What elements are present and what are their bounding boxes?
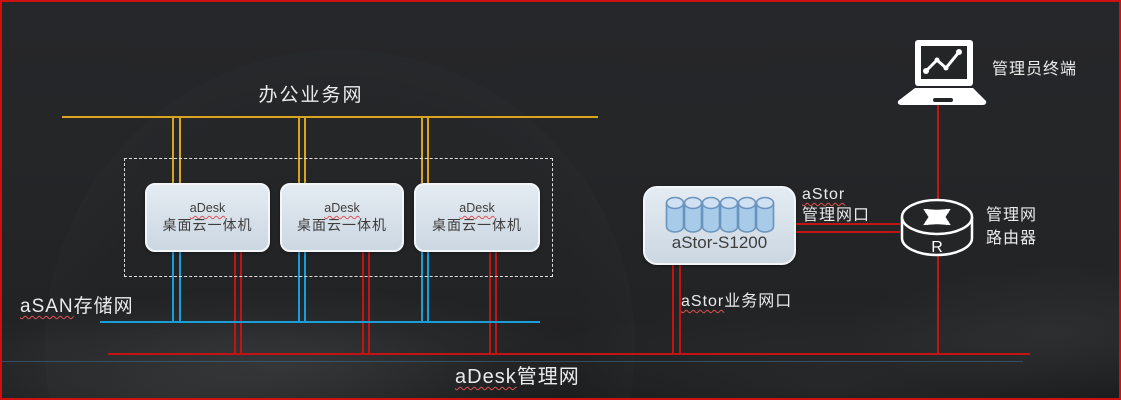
background-seam-line [0,361,1023,362]
astor-storage-node: aStor-S1200 [643,186,796,265]
storage-link-line [179,252,181,322]
adesk-node-2: aDesk 桌面云一体机 [280,183,404,252]
admin-terminal-label: 管理员终端 [992,61,1078,78]
office-network-label: 办公业务网 [258,85,364,106]
astor-business-port-line [672,264,674,354]
astor-mgmt-port-line [796,231,900,233]
astor-mgmt-port-line [796,223,900,225]
router-icon: R [900,198,974,257]
disk-cylinder-icon [665,196,684,233]
astor-mgmt-port-label-zh: 管理网口 [802,207,871,224]
router-label-line1: 管理网 [986,207,1038,224]
adesk-mgmt-network-label: aDesk管理网 [455,360,580,389]
mgmt-link-line [362,252,364,355]
office-uplink-line [179,117,181,183]
storage-link-line [304,252,306,322]
astor-mgmt-port-label: aStor 管理网口 [802,184,870,226]
adesk-node-subtitle: 桌面云一体机 [432,217,522,233]
svg-text:R: R [931,239,943,256]
disk-cylinder-icon [701,196,720,233]
astor-business-port-label-en: aStor [681,293,725,310]
adesk-mgmt-label-en: aDesk [455,366,517,388]
storage-link-line [172,252,174,322]
astor-storage-label: aStor-S1200 [671,233,768,252]
storage-link-line [427,252,429,322]
adesk-mgmt-bus-line [108,353,1030,355]
mgmt-link-line [368,252,370,355]
laptop-icon [897,40,987,105]
adesk-node-subtitle: 桌面云一体机 [162,217,253,233]
adesk-node-3: aDesk 桌面云一体机 [414,183,540,252]
adesk-node-1: aDesk 桌面云一体机 [145,183,270,252]
disk-cylinder-icon [755,196,774,233]
mgmt-link-line [234,252,236,355]
office-uplink-line [172,117,174,183]
disk-array [645,196,794,234]
office-uplink-line [421,117,423,183]
storage-link-line [298,252,300,322]
adesk-node-title: aDesk [324,201,360,215]
disk-cylinder-icon [737,196,756,233]
astor-business-port-label-zh: 业务网口 [724,293,793,310]
adesk-mgmt-label-zh: 管理网 [516,366,580,388]
astor-business-port-label: aStor业务网口 [681,287,792,311]
router-label-line2: 路由器 [986,230,1038,247]
storage-link-line [421,252,423,322]
asan-network-label-en: aSAN [20,296,74,317]
asan-network-label: aSAN存储网 [20,291,134,318]
cluster-outline [124,158,553,277]
disk-cylinder-icon [719,196,738,233]
mgmt-link-line [240,252,242,355]
mgmt-link-line [495,252,497,355]
office-uplink-line [304,117,306,183]
office-uplink-line [427,117,429,183]
mgmt-link-line [489,252,491,355]
office-uplink-line [298,117,300,183]
astor-business-port-line [679,264,681,354]
adesk-node-subtitle: 桌面云一体机 [297,217,387,233]
astor-mgmt-port-label-en: aStor [802,186,846,203]
disk-cylinder-icon [683,196,702,233]
adesk-node-title: aDesk [189,201,226,215]
asan-network-bus-line [100,321,540,323]
adesk-node-title: aDesk [459,201,495,215]
asan-network-label-zh: 存储网 [73,296,134,317]
router-label: 管理网 路由器 [986,204,1037,250]
office-network-bus-line [62,116,598,118]
